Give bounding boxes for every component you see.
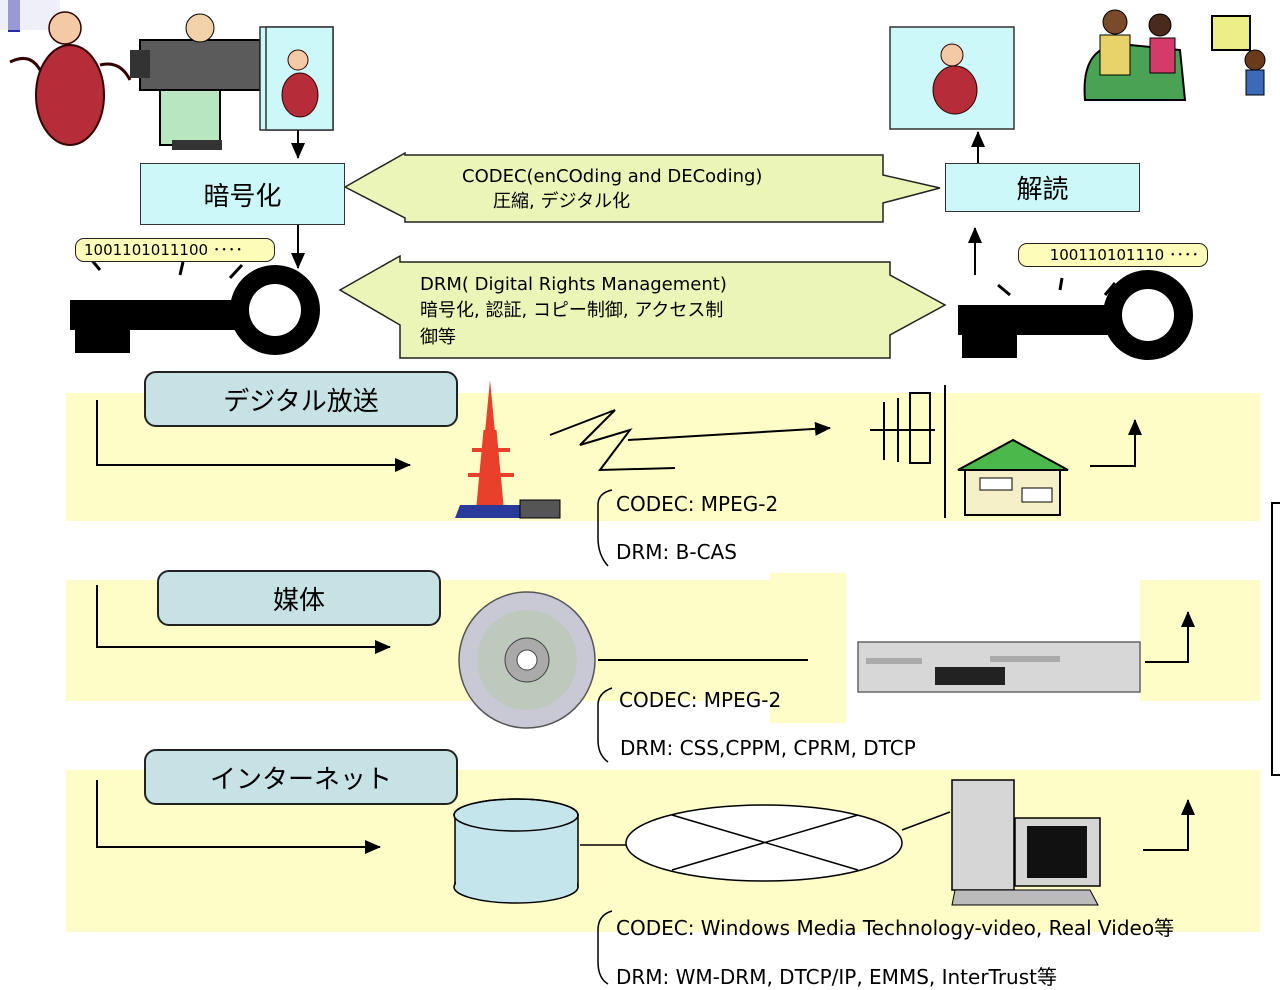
- broadcast-codec: CODEC: MPEG-2: [616, 492, 779, 516]
- computer: [951, 779, 1101, 906]
- row-title-media: 媒体: [157, 570, 441, 626]
- database-cylinder: [453, 798, 579, 904]
- decode-box: 解読: [945, 163, 1140, 212]
- key-right: [958, 270, 1193, 360]
- key-left: [70, 257, 320, 355]
- presenter-figure: [9, 11, 132, 146]
- internet-drm: DRM: WM-DRM, DTCP/IP, EMMS, InterTrust等: [616, 965, 1057, 989]
- broadcast-drm: DRM: B-CAS: [616, 540, 737, 564]
- antenna: [870, 385, 946, 518]
- drm-double-arrow: [338, 254, 947, 359]
- bits-bubble-right: 100110101110 ････: [1018, 243, 1208, 267]
- media-codec: CODEC: MPEG-2: [619, 688, 782, 712]
- row-title-internet: インターネット: [144, 749, 458, 805]
- dvd-recorder: [857, 641, 1141, 693]
- network-ellipse: [625, 804, 903, 882]
- house: [957, 438, 1069, 516]
- right-frame: [1271, 502, 1280, 776]
- viewers-family: [1083, 9, 1266, 101]
- encode-box: 暗号化: [140, 163, 345, 225]
- codec-double-arrow: [343, 151, 941, 223]
- encode-label: 暗号化: [203, 181, 282, 212]
- row-title-broadcast: デジタル放送: [144, 371, 458, 427]
- tokyo-tower: [455, 380, 561, 519]
- media-drm: DRM: CSS,CPPM, CPRM, DTCP: [620, 736, 916, 760]
- optical-disc: [458, 591, 596, 729]
- radio-wave: [549, 409, 831, 472]
- decode-label: 解読: [1016, 175, 1069, 205]
- codec-title: CODEC(enCOding and DECoding): [462, 166, 763, 187]
- drm-title: DRM( Digital Rights Management): [420, 274, 727, 295]
- drm-line-2: 暗号化, 認証, コピー制御, アクセス制: [420, 300, 724, 321]
- camera-operator: [130, 13, 261, 150]
- bits-bubble-left: 1001101011100 ････: [75, 238, 275, 262]
- codec-subtitle: 圧縮, デジタル化: [493, 191, 631, 212]
- internet-codec: CODEC: Windows Media Technology-video, R…: [616, 916, 1175, 940]
- drm-line-3: 御等: [420, 327, 456, 348]
